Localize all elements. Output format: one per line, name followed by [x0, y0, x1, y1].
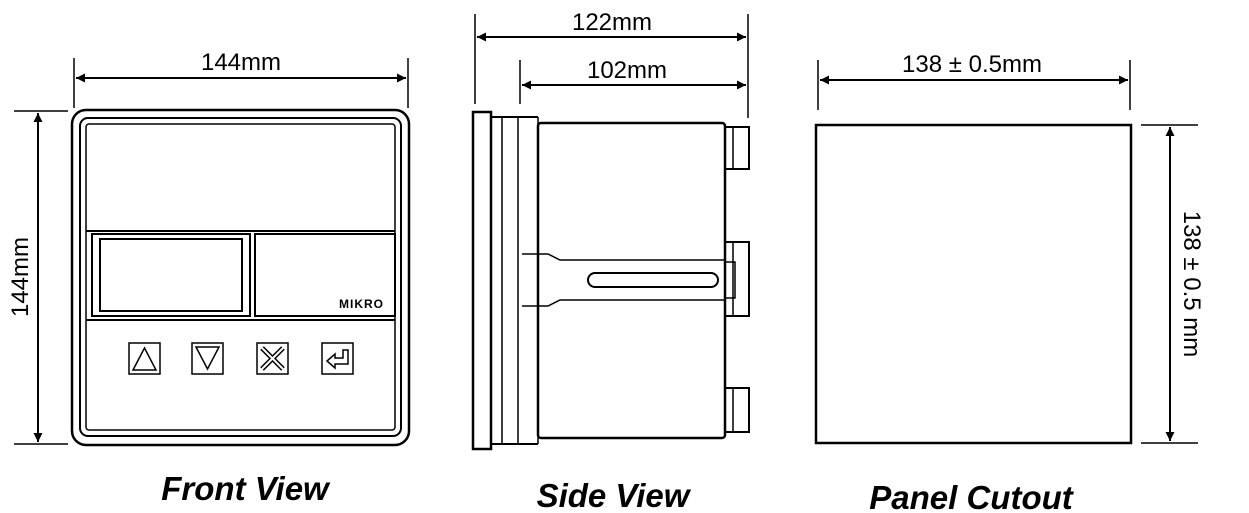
- side-housing: [522, 121, 736, 440]
- display-screen: [99, 238, 243, 312]
- brand-panel: [254, 233, 396, 317]
- front-height-dimension: 144mm: [7, 110, 68, 445]
- side-view-title: Side View: [537, 477, 692, 513]
- front-width-label: 144mm: [201, 49, 281, 76]
- cancel-button[interactable]: [256, 342, 289, 375]
- down-button[interactable]: [191, 342, 224, 375]
- front-height-label: 144mm: [7, 237, 34, 317]
- body-depth-label: 102mm: [587, 57, 667, 84]
- cancel-x-icon: [260, 346, 285, 371]
- cutout-height-label: 138 ± 0.5 mm: [1178, 211, 1205, 358]
- side-bezel: [471, 110, 539, 451]
- total-depth-dimension: 122mm: [474, 9, 749, 118]
- cutout-height-dimension: 138 ± 0.5 mm: [1141, 124, 1205, 444]
- panel-cutout-title: Panel Cutout: [869, 479, 1075, 513]
- side-view: 122mm 102mm: [471, 9, 750, 513]
- front-view-title: Front View: [161, 470, 331, 507]
- panel-cutout: 138 ± 0.5mm 138 ± 0.5 mm Panel Cutout: [814, 51, 1205, 513]
- brand-label: MIKRO: [339, 297, 384, 311]
- front-device-body: MIKRO: [70, 108, 411, 447]
- up-button[interactable]: [128, 342, 161, 375]
- front-view: 144mm 144mm MIKRO: [7, 49, 411, 507]
- down-arrow-icon: [194, 346, 221, 371]
- enter-button[interactable]: [321, 342, 354, 375]
- cutout-outline: [814, 123, 1133, 445]
- rear-connectors: [724, 126, 750, 433]
- up-arrow-icon: [131, 346, 158, 371]
- display-frame: [91, 233, 251, 317]
- front-width-dimension: 144mm: [73, 49, 409, 108]
- total-depth-label: 122mm: [572, 9, 652, 36]
- cutout-width-label: 138 ± 0.5mm: [902, 51, 1042, 78]
- cutout-width-dimension: 138 ± 0.5mm: [817, 51, 1131, 110]
- enter-icon: [325, 349, 349, 370]
- body-depth-dimension: 102mm: [519, 57, 746, 104]
